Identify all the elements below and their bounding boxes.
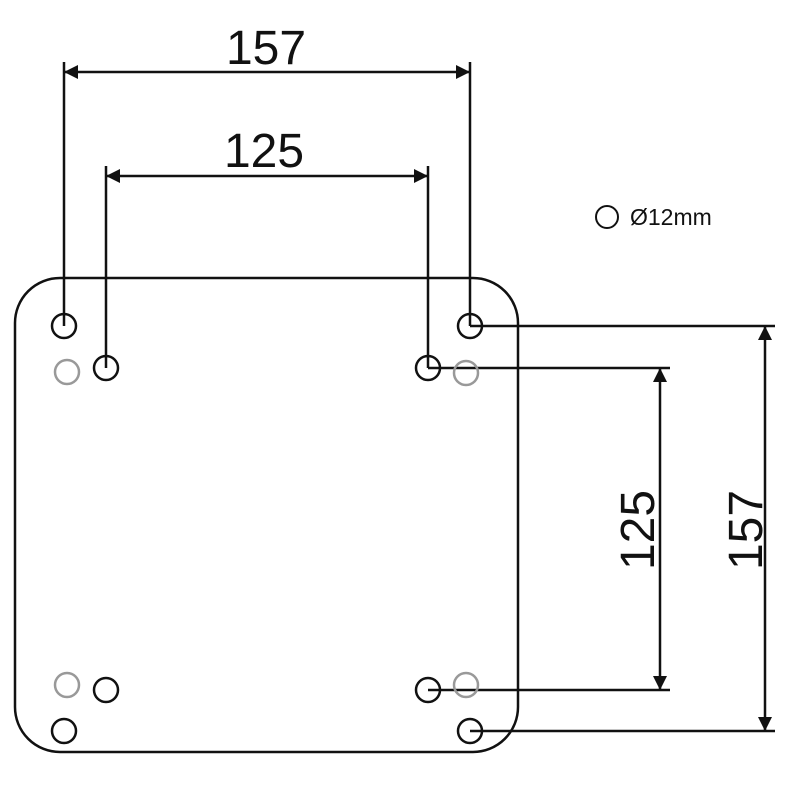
secondary-hole xyxy=(53,358,81,386)
mount-hole-157 xyxy=(456,312,484,340)
mount-hole-125 xyxy=(414,354,442,382)
dimension-label-outer-vertical: 157 xyxy=(720,490,773,570)
secondary-hole xyxy=(53,671,81,699)
legend-hole-label: Ø12mm xyxy=(630,204,712,230)
mount-hole-125 xyxy=(414,676,442,704)
mount-hole-157 xyxy=(456,717,484,745)
secondary-hole xyxy=(452,359,480,387)
secondary-hole xyxy=(452,671,480,699)
mount-hole-125 xyxy=(92,354,120,382)
dimension-label-inner-horizontal: 125 xyxy=(224,125,304,178)
legend-hole-icon xyxy=(595,205,619,229)
mount-hole-157 xyxy=(50,312,78,340)
mounting-plate xyxy=(13,276,520,754)
dimension-label-inner-vertical: 125 xyxy=(612,490,665,570)
mount-hole-125 xyxy=(92,676,120,704)
mount-hole-157 xyxy=(50,717,78,745)
dimension-label-outer-horizontal: 157 xyxy=(226,22,306,75)
